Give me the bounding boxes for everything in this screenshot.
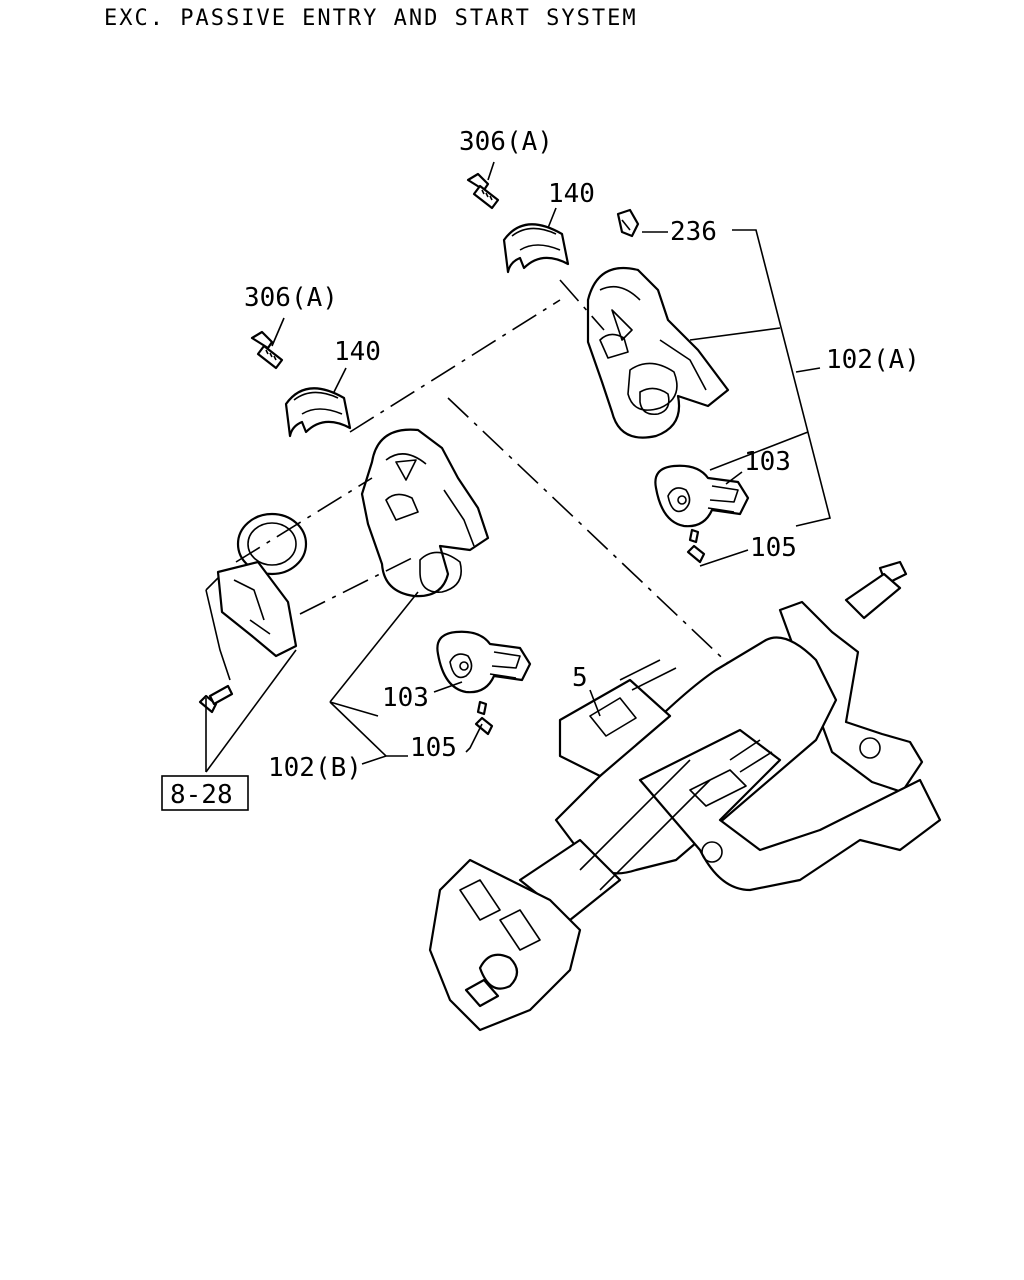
ignition-switch-103-left bbox=[436, 630, 532, 694]
steering-column bbox=[428, 560, 942, 1032]
lock-housing-left bbox=[360, 428, 490, 598]
label-105-left: 105 bbox=[410, 733, 457, 763]
label-236: 236 bbox=[670, 217, 717, 247]
lock-housing-upper bbox=[586, 266, 730, 439]
label-105-right: 105 bbox=[750, 533, 797, 563]
bracket-236 bbox=[616, 208, 640, 238]
label-102a: 102(A) bbox=[826, 345, 920, 375]
bracket-part-left bbox=[216, 560, 298, 658]
screw-306a-left bbox=[250, 330, 284, 370]
label-140-top: 140 bbox=[548, 179, 595, 209]
screw-105-right bbox=[686, 528, 706, 564]
ref-label-8-28: 8-28 bbox=[170, 780, 233, 810]
cover-140-left bbox=[284, 387, 352, 438]
label-103-left: 103 bbox=[382, 683, 429, 713]
label-140-left: 140 bbox=[334, 337, 381, 367]
label-306a-left: 306(A) bbox=[244, 283, 338, 313]
screw-left-small bbox=[198, 684, 234, 714]
ref-box-8-28[interactable]: 8-28 bbox=[161, 775, 249, 811]
label-5: 5 bbox=[572, 663, 588, 693]
ignition-switch-103-right bbox=[654, 464, 750, 528]
screw-306a-top bbox=[466, 172, 500, 210]
cover-140-top bbox=[502, 223, 570, 274]
label-306a-top: 306(A) bbox=[459, 127, 553, 157]
label-102b: 102(B) bbox=[268, 753, 362, 783]
diagram-title: EXC. PASSIVE ENTRY AND START SYSTEM bbox=[104, 6, 638, 31]
screw-105-left bbox=[474, 700, 494, 736]
label-103-right: 103 bbox=[744, 447, 791, 477]
